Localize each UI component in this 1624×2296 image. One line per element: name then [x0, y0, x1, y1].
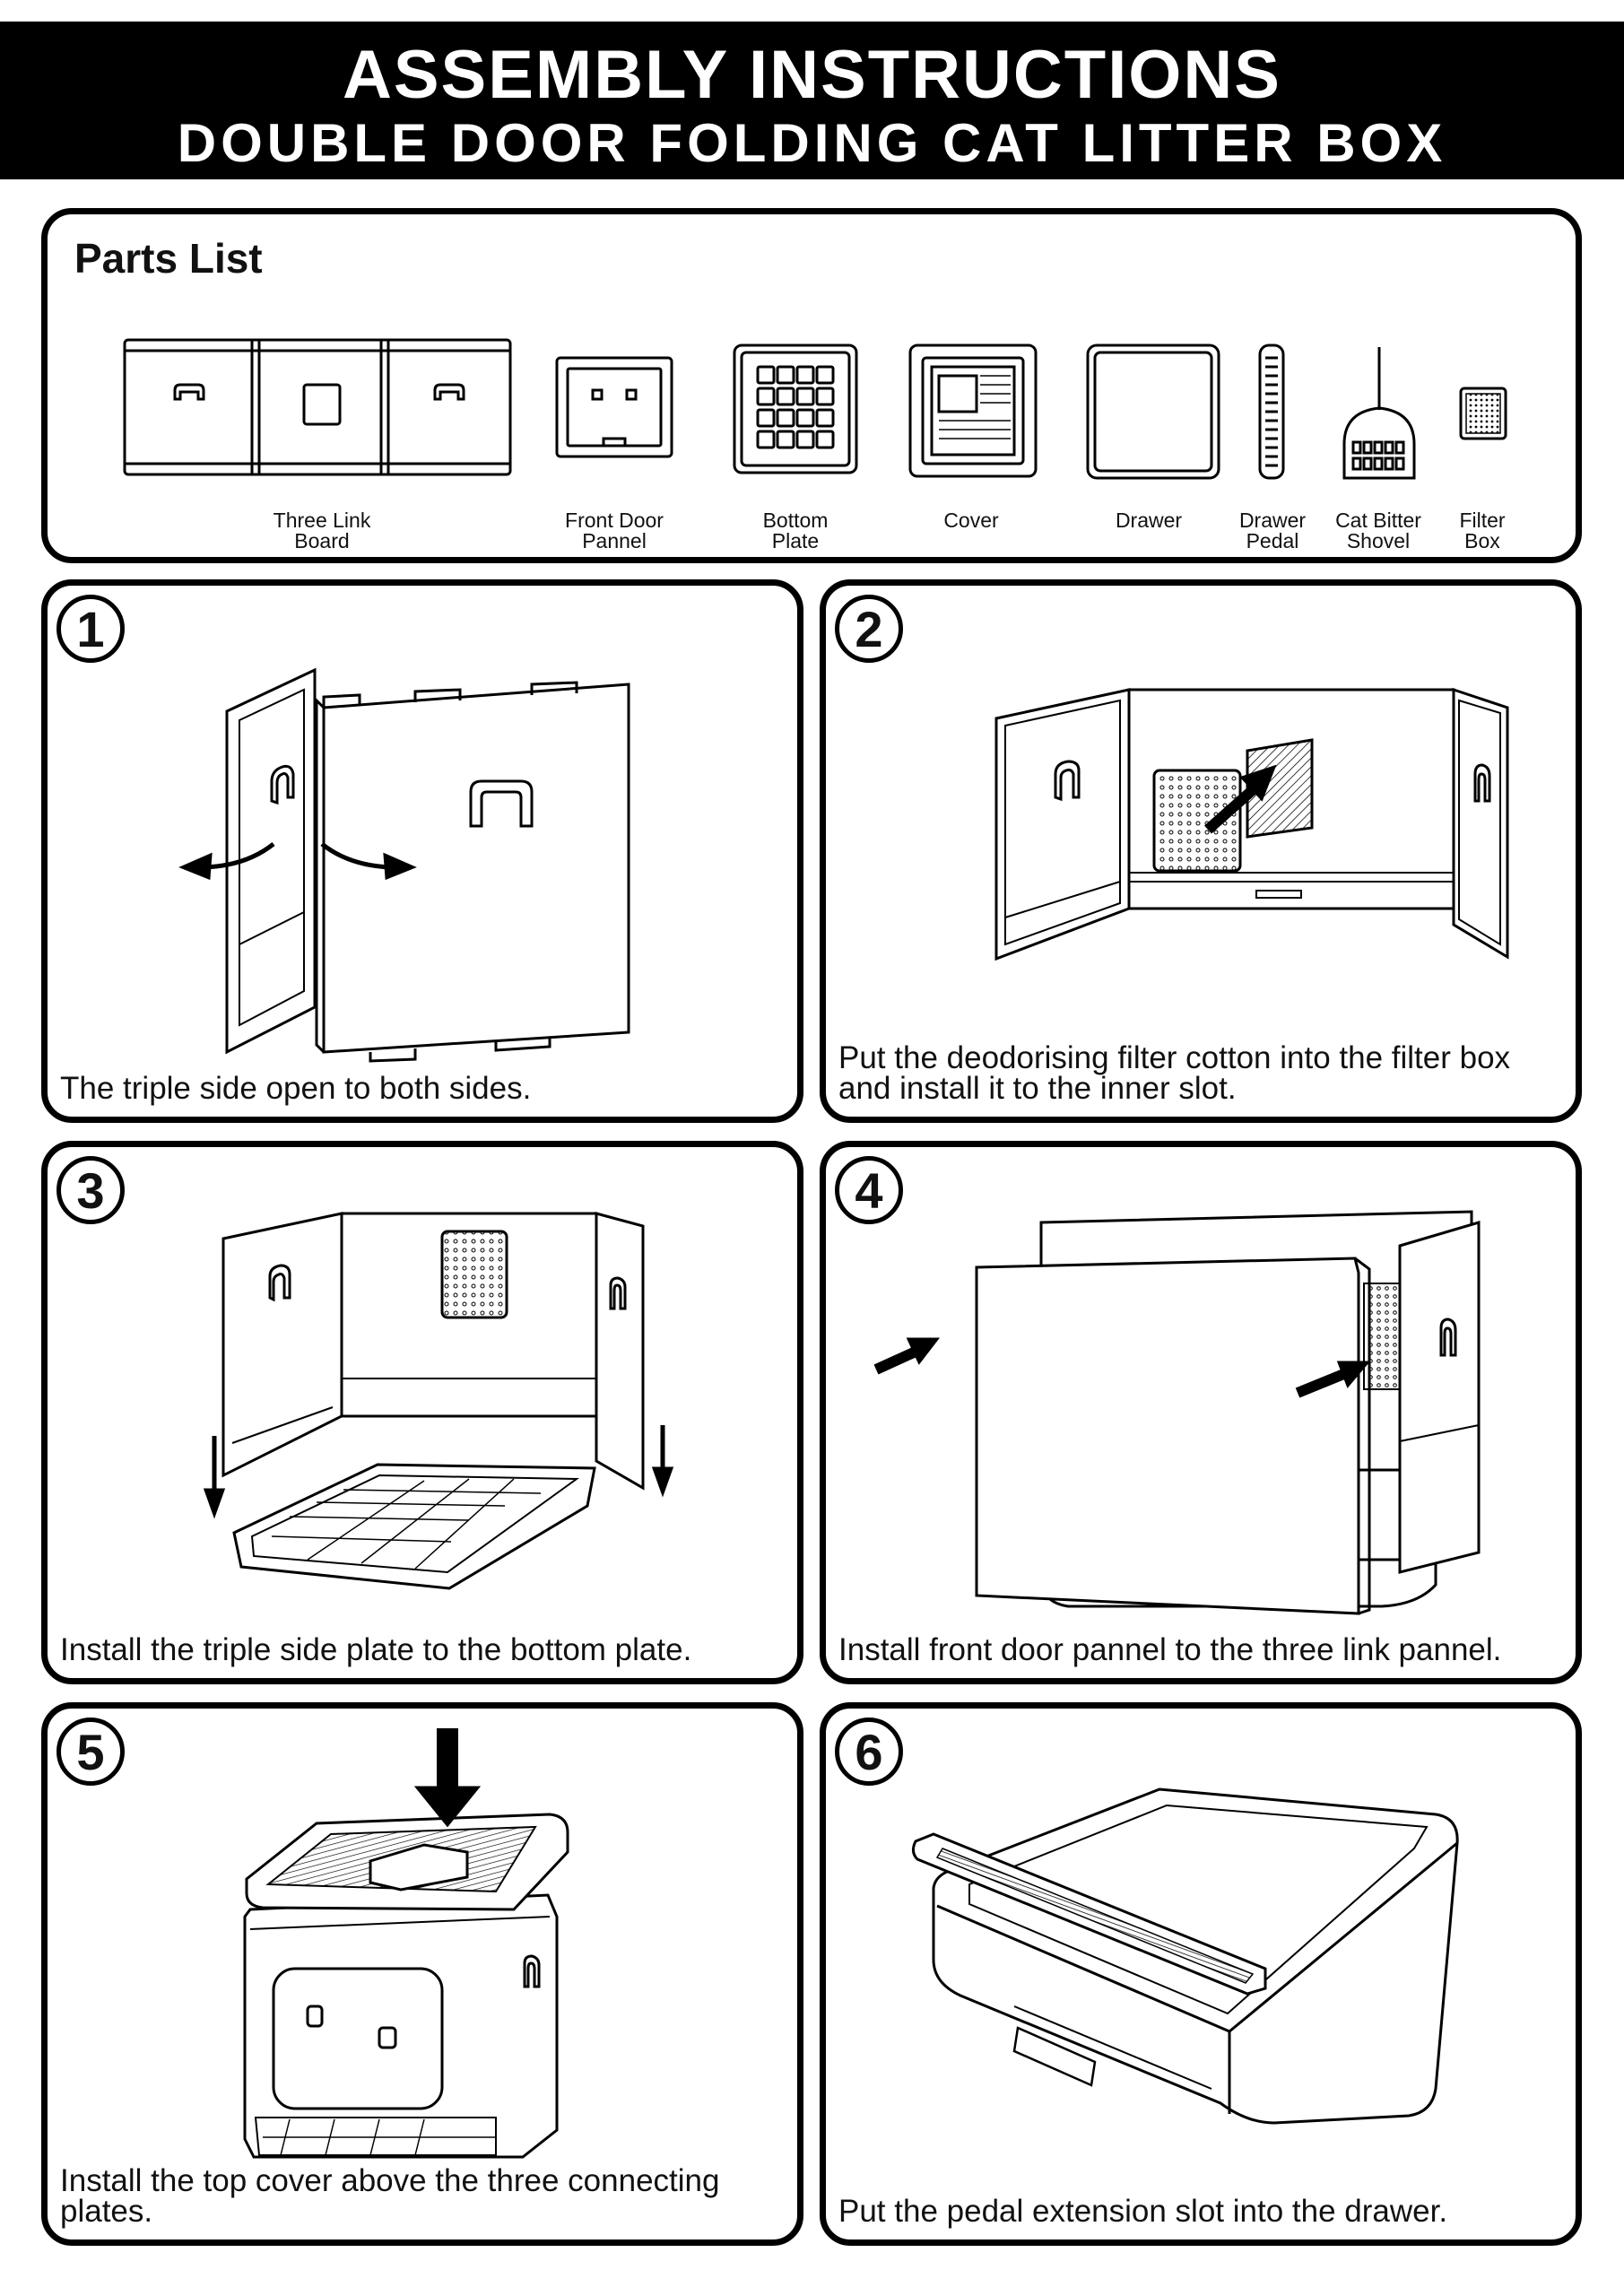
page-subtitle: DOUBLE DOOR FOLDING CAT LITTER BOX	[177, 113, 1447, 173]
part-label-drawer-pedal: Drawer Pedal	[1238, 509, 1307, 552]
part-label-three-link-board: Three Link Board	[273, 509, 371, 552]
cover-icon	[908, 344, 1038, 478]
part-label-drawer: Drawer	[1115, 509, 1183, 532]
step-number: 2	[835, 595, 903, 663]
bottom-plate-icon	[733, 344, 858, 474]
part-label-bottom-plate: Bottom Plate	[762, 509, 829, 552]
header-banner: ASSEMBLY INSTRUCTIONS DOUBLE DOOR FOLDIN…	[0, 22, 1624, 179]
drawer-pedal-icon	[1258, 344, 1285, 480]
part-label-cover: Cover	[943, 509, 999, 532]
step-2-panel: 2 Put the deodorising filter co	[820, 579, 1582, 1123]
parts-list-title: Parts List	[74, 235, 263, 282]
drawer-icon	[1086, 344, 1220, 480]
step-3-illustration	[203, 1212, 674, 1590]
page-title: ASSEMBLY INSTRUCTIONS	[342, 37, 1282, 113]
step-1-illustration	[178, 667, 630, 1063]
filter-box-icon	[1459, 387, 1507, 440]
step-number: 4	[835, 1156, 903, 1224]
step-6-caption: Put the pedal extension slot into the dr…	[838, 2194, 1448, 2229]
shovel-icon	[1342, 347, 1416, 480]
front-door-panel-icon	[555, 356, 673, 458]
step-number: 6	[835, 1718, 903, 1786]
step-4-panel: 4 Install front door pannel to the three…	[820, 1141, 1582, 1684]
step-2-illustration	[994, 687, 1509, 961]
step-2-caption: Put the deodorising filter cotton into t…	[838, 1040, 1511, 1106]
step-4-caption: Install front door pannel to the three l…	[838, 1632, 1502, 1667]
step-4-illustration	[873, 1210, 1481, 1615]
part-label-front-door-panel: Front Door Pannel	[565, 509, 664, 552]
step-1-panel: 1 The triple side open to both sides.	[41, 579, 803, 1123]
step-3-caption: Install the triple side plate to the bot…	[60, 1632, 692, 1667]
step-1-caption: The triple side open to both sides.	[60, 1071, 532, 1106]
step-5-caption: Install the top cover above the three co…	[60, 2163, 720, 2229]
step-3-panel: 3 Install the triple side pla	[41, 1141, 803, 1684]
parts-list-panel: Parts List	[41, 208, 1582, 563]
step-number: 5	[56, 1718, 125, 1786]
step-6-panel: 6 Put the pedal extension slot into the …	[820, 1702, 1582, 2246]
step-5-illustration	[243, 1728, 569, 2159]
three-link-board-icon	[123, 338, 512, 476]
step-6-illustration	[911, 1787, 1459, 2125]
part-label-shovel: Cat Bitter Shovel	[1335, 509, 1421, 552]
step-number: 1	[56, 595, 125, 663]
step-number: 3	[56, 1156, 125, 1224]
part-label-filter-box: Filter Box	[1459, 509, 1506, 552]
step-5-panel: 5 Install the top cover above the three …	[41, 1702, 803, 2246]
